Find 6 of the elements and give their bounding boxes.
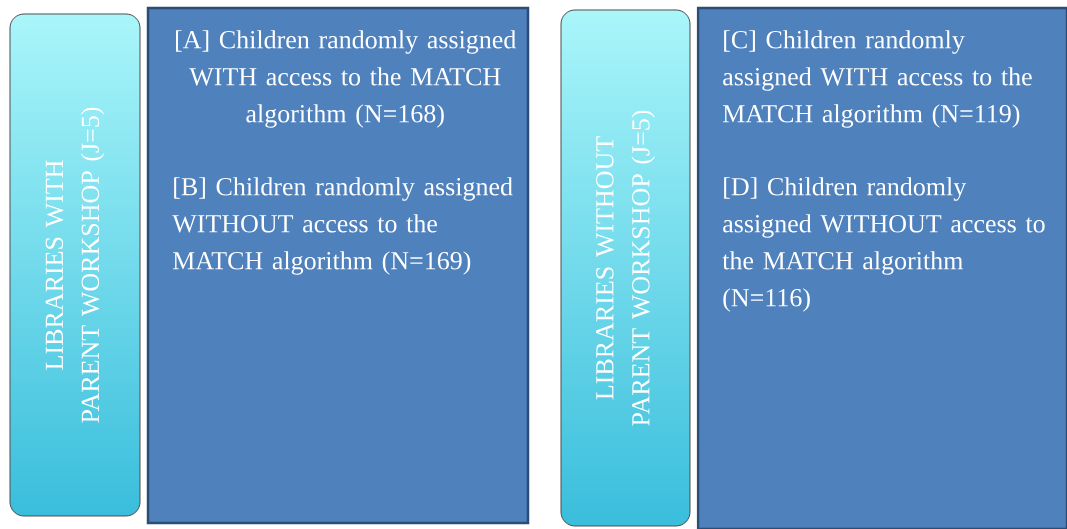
label-band bbox=[9, 13, 141, 517]
group-box: [A] Children randomly assigned WITH access to the MATCH algorithm (N=168) [B] Children randomly assigned WITHOUT access to the MATCH algorithm (N=169) bbox=[146, 6, 530, 525]
node-label: LIBRARIES WITH PARENT WORKSHOP (J=5) bbox=[45, 107, 105, 423]
label-band bbox=[560, 9, 691, 527]
node-label: LIBRARIES WITHOUT PARENT WORKSHOP (J=5) bbox=[596, 110, 655, 426]
group-box: [C] Children randomly assigned WITH access to the MATCH algorithm (N=119) [D] Children randomly assigned WITHOUT access to the MATCH algorithm (N=116) bbox=[696, 6, 1067, 529]
